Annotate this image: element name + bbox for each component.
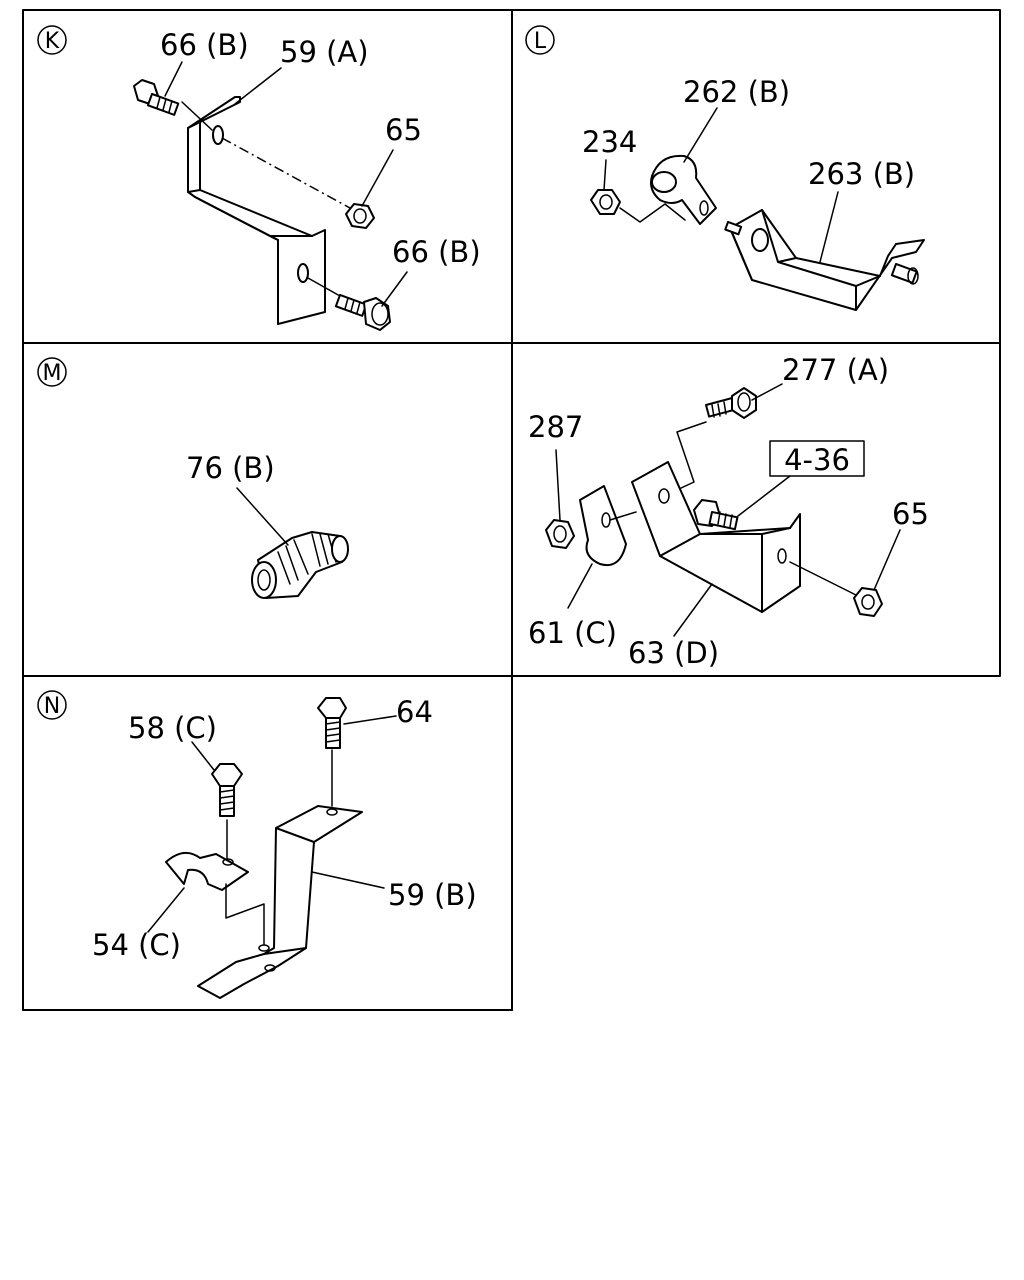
bolt-4-36 — [693, 499, 739, 531]
label-59a: 59 (A) — [280, 35, 369, 69]
panel-marker-n: N — [37, 690, 67, 720]
panel-l: L 234 262 (B) — [525, 25, 925, 311]
nut-234 — [590, 189, 621, 215]
panel-marker-m-text: M — [43, 361, 62, 386]
label-234: 234 — [582, 125, 637, 159]
label-65-k: 65 — [385, 113, 422, 147]
label-287: 287 — [528, 410, 583, 444]
panel-k: K — [37, 25, 481, 331]
clip-54c — [165, 851, 265, 945]
panel-r: 4-36 — [528, 353, 929, 670]
label-64: 64 — [396, 695, 433, 729]
panel-marker-l-text: L — [534, 29, 547, 54]
bolt-277a — [663, 387, 757, 497]
panel-marker-k: K — [37, 25, 67, 55]
bolt-64 — [317, 697, 347, 807]
nut-287 — [545, 519, 575, 549]
clip-61c — [579, 485, 637, 566]
panel-marker-m: M — [37, 357, 67, 387]
nut-65-k — [345, 203, 375, 229]
label-59b: 59 (B) — [388, 878, 477, 912]
ref-box-4-36: 4-36 — [769, 440, 865, 477]
connector-76b — [251, 531, 349, 599]
panel-marker-l: L — [525, 25, 555, 55]
clip-262b — [650, 154, 717, 225]
label-263b: 263 (B) — [808, 157, 915, 191]
nut-65-r — [789, 561, 883, 617]
bracket-63d — [631, 461, 801, 613]
label-65-r: 65 — [892, 497, 929, 531]
label-66b-bottom: 66 (B) — [392, 235, 481, 269]
label-4-36: 4-36 — [784, 443, 850, 477]
bolt-66b-top — [133, 79, 213, 131]
label-61c: 61 (C) — [528, 616, 617, 650]
bracket-263b — [724, 209, 925, 311]
bracket-59b — [197, 805, 363, 999]
panel-n: N — [37, 690, 477, 999]
bolt-66b-bottom — [307, 277, 391, 331]
label-63d: 63 (D) — [628, 636, 719, 670]
bracket-59a — [187, 96, 326, 325]
panel-marker-n-text: N — [44, 694, 60, 719]
label-66b-top: 66 (B) — [160, 28, 249, 62]
bolt-58c — [211, 763, 243, 859]
panel-m: M 76 (B) — [37, 357, 349, 599]
panel-marker-k-text: K — [45, 29, 60, 54]
panel-grid — [22, 9, 1001, 1011]
label-58c: 58 (C) — [128, 711, 217, 745]
label-262b: 262 (B) — [683, 75, 790, 109]
label-76b: 76 (B) — [186, 451, 275, 485]
label-54c: 54 (C) — [92, 928, 181, 962]
label-277a: 277 (A) — [782, 353, 889, 387]
